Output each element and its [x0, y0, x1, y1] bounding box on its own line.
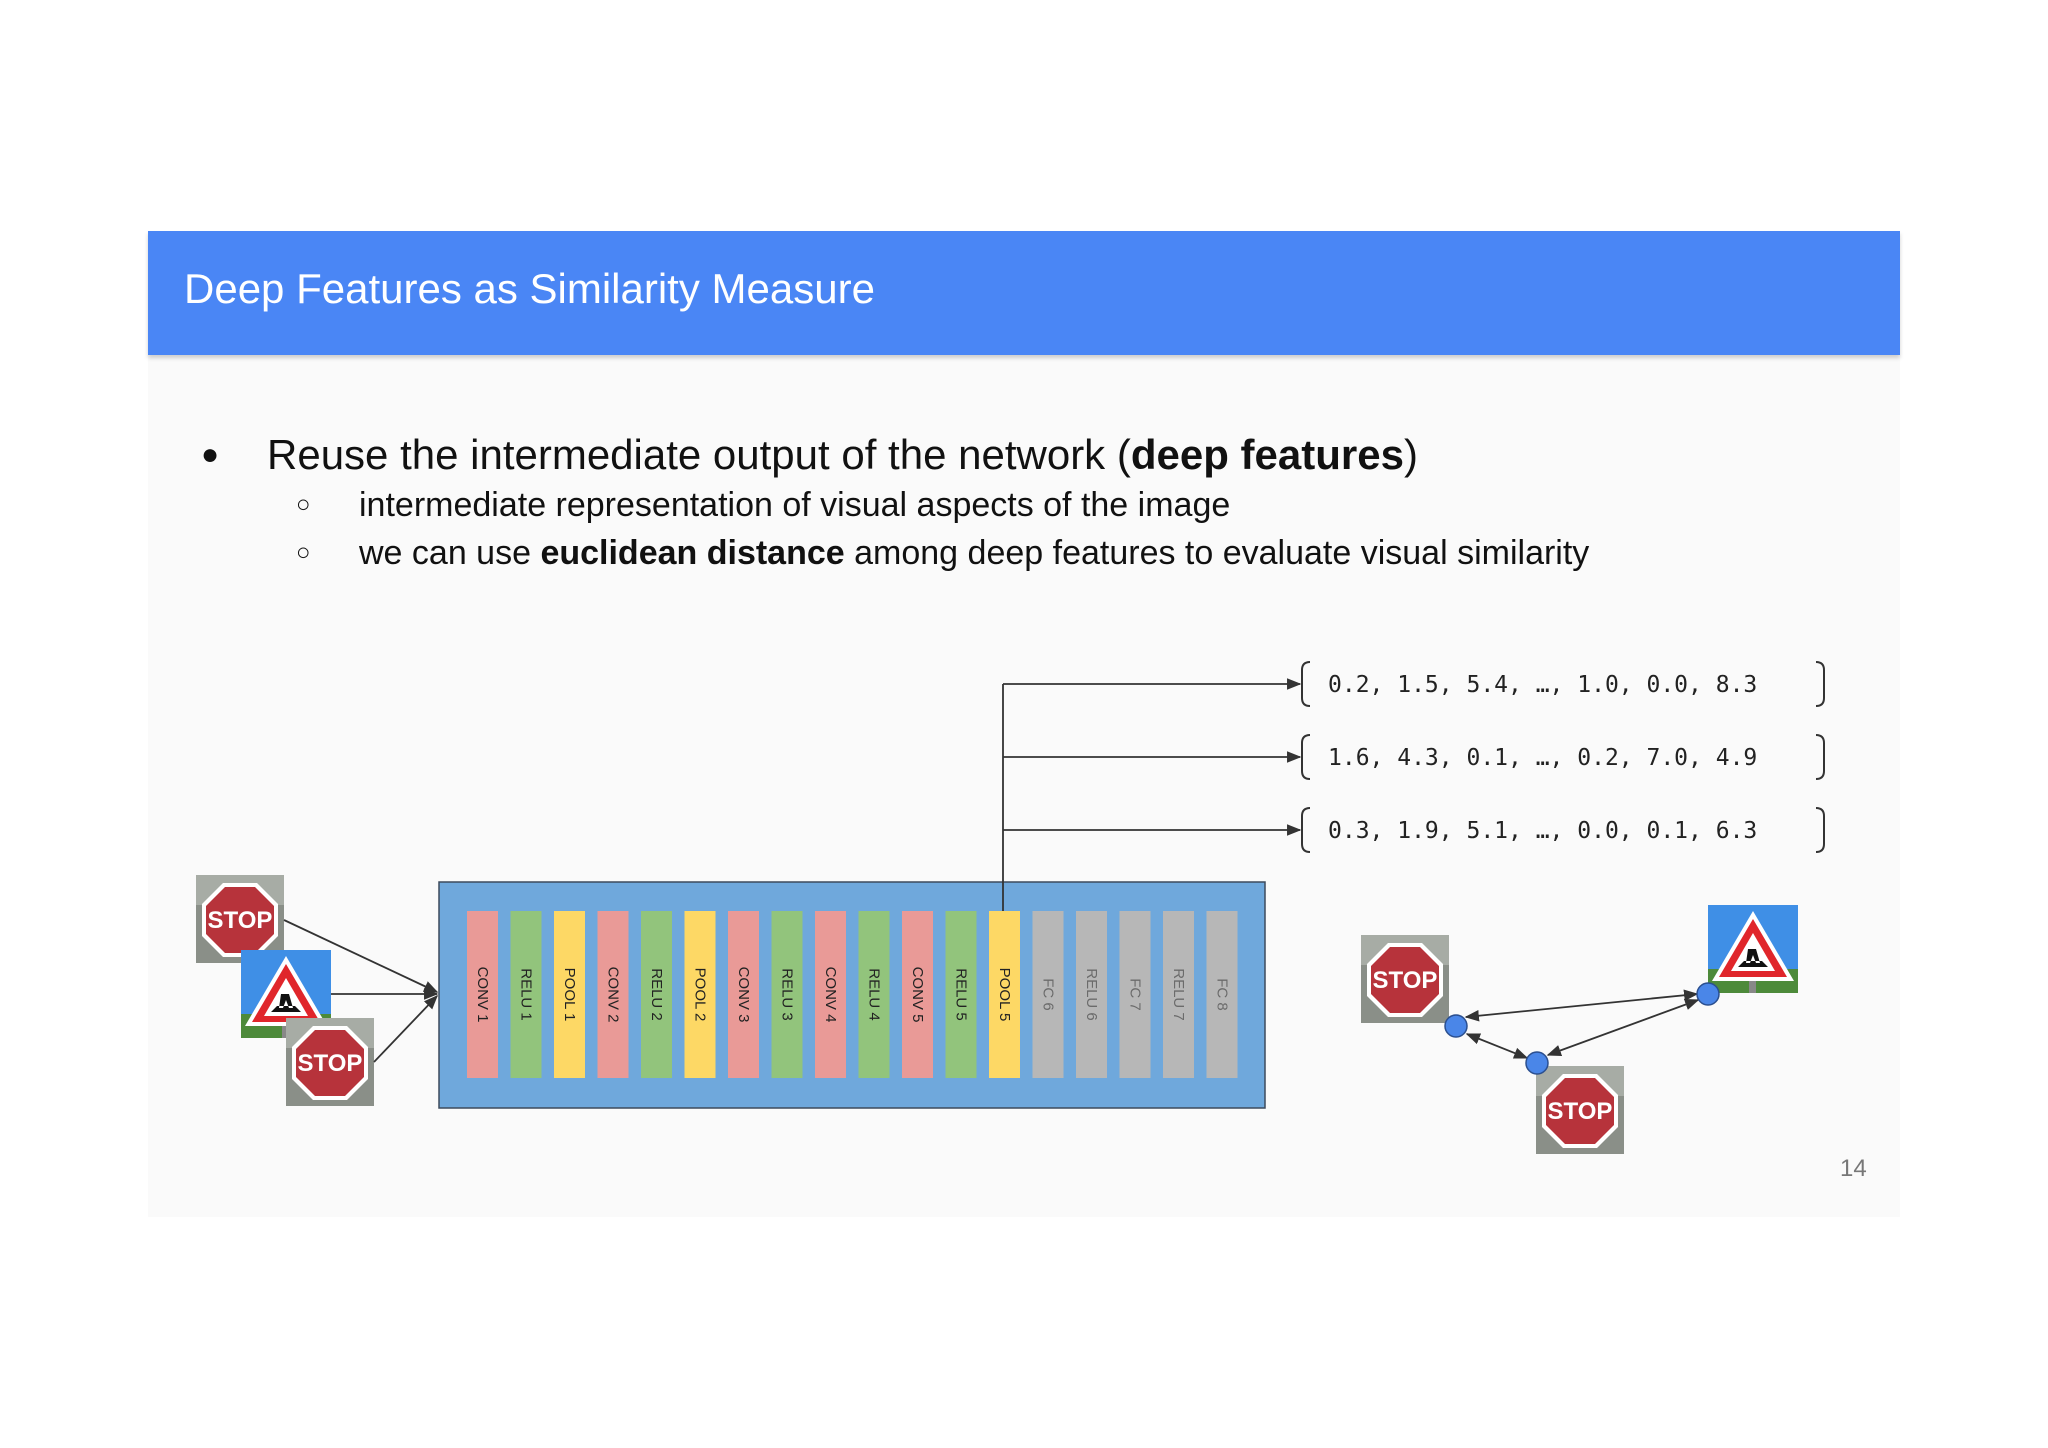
layer-label: POOL 5: [996, 968, 1013, 1022]
feature-vector-2: 1.6, 4.3, 0.1, …, 0.2, 7.0, 4.9: [1328, 745, 1757, 771]
layer-label: CONV 1: [474, 967, 491, 1023]
layer-label: CONV 5: [909, 967, 926, 1023]
embedding-space: STOP STOP: [1361, 905, 1798, 1154]
layer-label: RELU 2: [648, 968, 665, 1021]
layer-label: CONV 4: [822, 967, 839, 1023]
layer-label: POOL 1: [561, 968, 578, 1022]
vector-right-bracket: [1816, 808, 1824, 852]
embedding-image-stop-2: STOP: [1536, 1066, 1624, 1154]
embedding-node-2: [1526, 1052, 1548, 1074]
layer-label: RELU 1: [518, 968, 535, 1021]
input-arrow: [374, 996, 437, 1062]
stop-sign-text: STOP: [208, 907, 273, 934]
feature-vectors: 0.2, 1.5, 5.4, …, 1.0, 0.0, 8.3 1.6, 4.3,…: [1302, 662, 1824, 852]
embedding-image-roadwork: [1708, 905, 1798, 993]
stop-sign-text: STOP: [1548, 1098, 1613, 1125]
distance-arrow: [1548, 1000, 1698, 1055]
layer-label: CONV 3: [735, 967, 752, 1023]
vector-left-bracket: [1302, 735, 1310, 779]
layer-label: FC 7: [1127, 978, 1144, 1011]
embedding-node-1: [1445, 1015, 1467, 1037]
embedding-node-3: [1697, 983, 1719, 1005]
layer-label: FC 6: [1040, 978, 1057, 1011]
vector-left-bracket: [1302, 662, 1310, 706]
stop-sign-text: STOP: [298, 1050, 363, 1077]
layer-label: POOL 2: [692, 968, 709, 1022]
input-images: STOP STOP: [196, 875, 374, 1106]
layer-label: CONV 2: [605, 967, 622, 1023]
layer-label: RELU 4: [866, 968, 883, 1021]
layer-label: RELU 5: [953, 968, 970, 1021]
distance-arrow: [1467, 1034, 1527, 1058]
input-image-stop-1: STOP: [196, 875, 284, 963]
input-image-stop-2: STOP: [286, 1018, 374, 1106]
vector-left-bracket: [1302, 808, 1310, 852]
layer-label: RELU 3: [779, 968, 796, 1021]
layer-label: RELU 7: [1170, 968, 1187, 1021]
vector-right-bracket: [1816, 735, 1824, 779]
feature-vector-1: 0.2, 1.5, 5.4, …, 1.0, 0.0, 8.3: [1328, 672, 1757, 698]
layer-label: FC 8: [1214, 978, 1231, 1011]
stop-sign-text: STOP: [1373, 967, 1438, 994]
feature-taps: [1003, 684, 1300, 911]
feature-vector-3: 0.3, 1.9, 5.1, …, 0.0, 0.1, 6.3: [1328, 818, 1757, 844]
embedding-image-stop-1: STOP: [1361, 935, 1449, 1023]
layer-label: RELU 6: [1083, 968, 1100, 1021]
vector-right-bracket: [1816, 662, 1824, 706]
